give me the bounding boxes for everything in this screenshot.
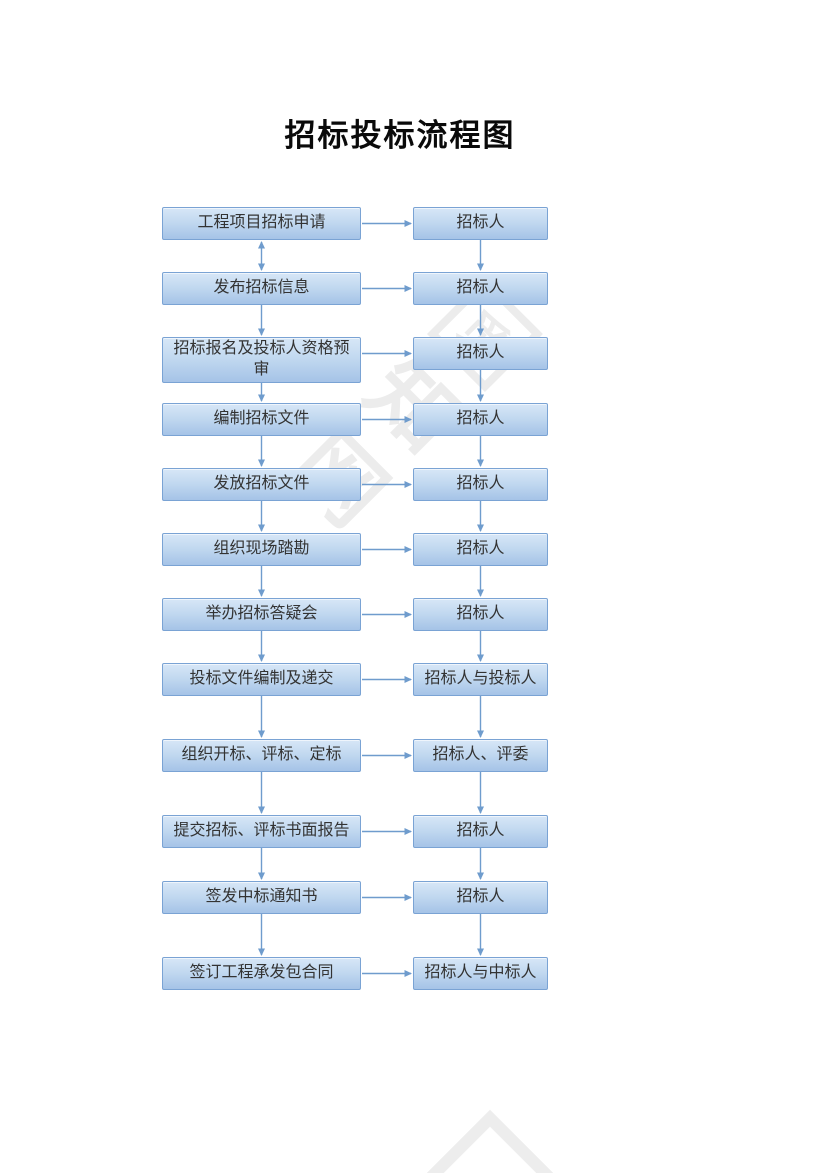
step-box: 发放招标文件 bbox=[162, 468, 361, 501]
page-title: 招标投标流程图 bbox=[284, 118, 516, 153]
step-box: 举办招标答疑会 bbox=[162, 598, 361, 631]
step-box: 招标报名及投标人资格预审 bbox=[162, 337, 361, 383]
actor-box: 招标人 bbox=[413, 598, 548, 631]
actor-box: 招标人 bbox=[413, 403, 548, 436]
step-box: 签订工程承发包合同 bbox=[162, 957, 361, 990]
step-box: 签发中标通知书 bbox=[162, 881, 361, 914]
step-box: 编制招标文件 bbox=[162, 403, 361, 436]
actor-box: 招标人 bbox=[413, 881, 548, 914]
actor-box: 招标人与投标人 bbox=[413, 663, 548, 696]
step-box: 组织开标、评标、定标 bbox=[162, 739, 361, 772]
actor-box: 招标人 bbox=[413, 533, 548, 566]
step-box: 组织现场踏勘 bbox=[162, 533, 361, 566]
step-box: 提交招标、评标书面报告 bbox=[162, 815, 361, 848]
actor-box: 招标人 bbox=[413, 337, 548, 370]
actor-box: 招标人、评委 bbox=[413, 739, 548, 772]
step-box: 发布招标信息 bbox=[162, 272, 361, 305]
actor-box: 招标人 bbox=[413, 815, 548, 848]
actor-box: 招标人 bbox=[413, 468, 548, 501]
actor-box: 招标人与中标人 bbox=[413, 957, 548, 990]
step-box: 工程项目招标申请 bbox=[162, 207, 361, 240]
step-box: 投标文件编制及递交 bbox=[162, 663, 361, 696]
actor-box: 招标人 bbox=[413, 207, 548, 240]
actor-box: 招标人 bbox=[413, 272, 548, 305]
